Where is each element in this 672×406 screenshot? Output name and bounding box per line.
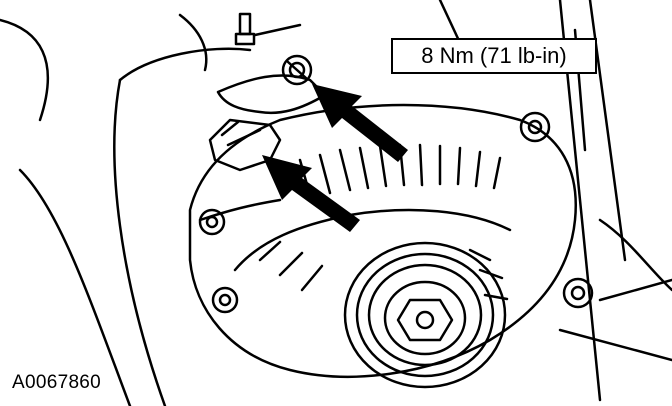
figure-id-label: A0067860: [12, 372, 102, 393]
torque-spec-callout: 8 Nm (71 lb-in): [391, 38, 597, 74]
terminal-nut-icon: [281, 54, 313, 86]
torque-spec-text: 8 Nm (71 lb-in): [421, 43, 567, 68]
pointer-arrow-icon: [262, 84, 408, 232]
mounting-bracket: [216, 74, 327, 115]
stud-icon: [234, 12, 256, 46]
mounting-bolt-icon: [198, 111, 594, 314]
connector-icon: [208, 118, 282, 172]
pulley-icon: [343, 241, 507, 389]
